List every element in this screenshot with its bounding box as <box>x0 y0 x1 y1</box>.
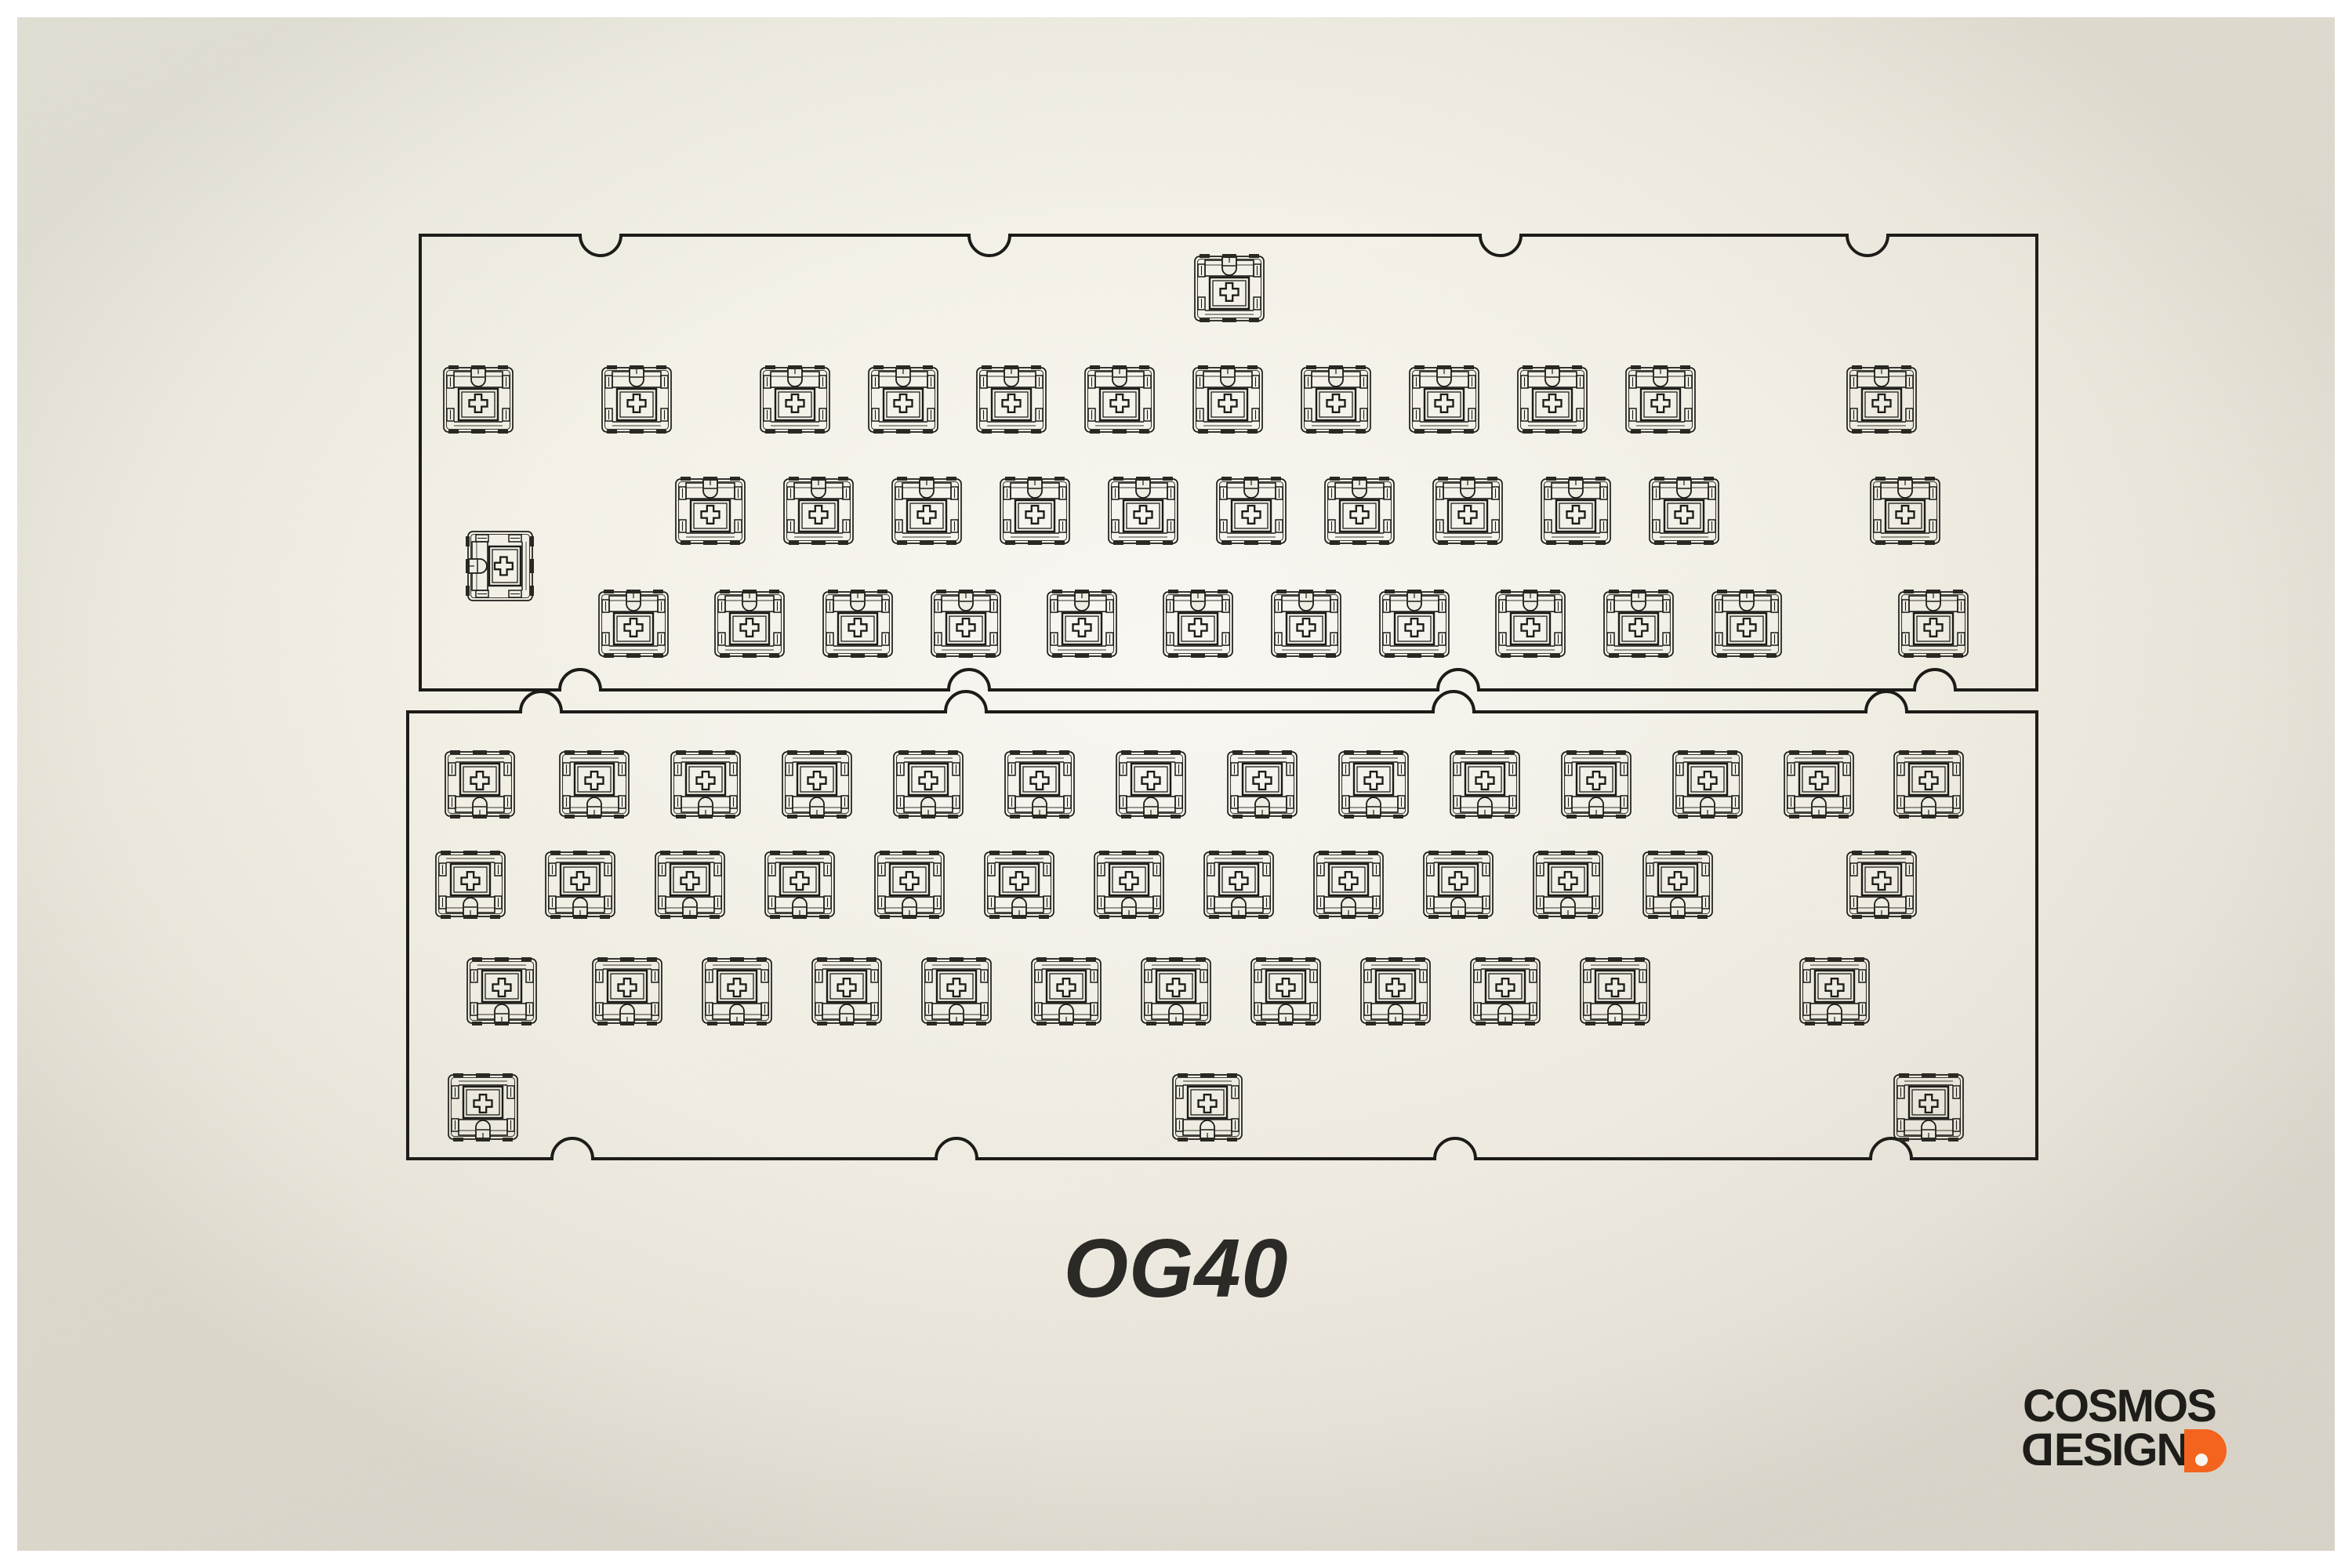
upper-plate-outline <box>419 234 2038 691</box>
logo-design-rest: ESIGN <box>2053 1425 2189 1475</box>
logo-line-cosmos: COSMOS <box>2023 1381 2217 1432</box>
logo-flipped-d: D <box>2023 1425 2054 1475</box>
lower-plate-switches <box>434 749 1965 1143</box>
page-title: OG40 <box>1063 1222 1289 1315</box>
lower-plate-outline <box>406 690 2038 1160</box>
upper-plate-switches <box>442 252 1969 659</box>
logo-accent-dot <box>2184 1428 2227 1472</box>
